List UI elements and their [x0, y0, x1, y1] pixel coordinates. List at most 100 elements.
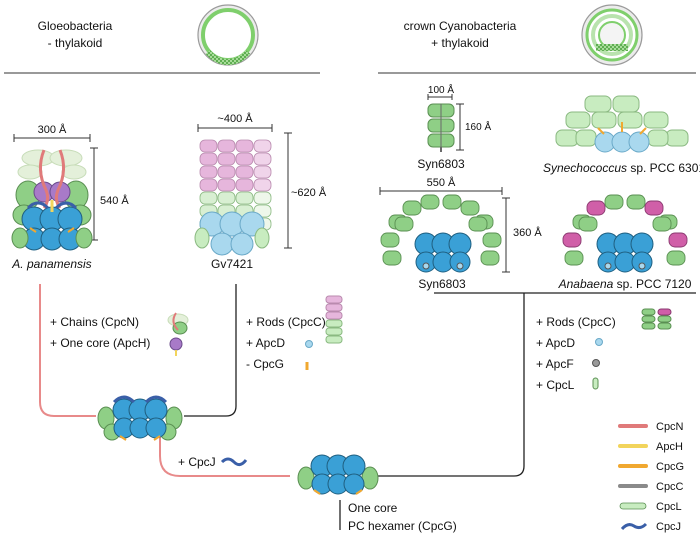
syn-large-rod-disc — [460, 200, 480, 216]
cpcj-icon — [220, 457, 248, 467]
anabaena-structure — [562, 194, 688, 273]
legend-label-cpcg: CpcG — [656, 461, 684, 473]
rod-pair-icon — [641, 308, 672, 330]
gv7421-name: Gv7421 — [211, 257, 253, 271]
syn-large-rod-disc — [402, 200, 422, 216]
legend-label-apch: ApcH — [656, 441, 683, 453]
anabaena-rod-disc — [644, 200, 664, 216]
syn-large-width-label: 550 Å — [427, 176, 456, 189]
anabaena-rod-disc — [652, 216, 672, 232]
gv7421-rod-disc — [217, 139, 236, 153]
right-step-1: + Rods (CpcC) — [536, 315, 616, 329]
ancestor-structure — [297, 454, 379, 495]
syn-large-rod-disc — [442, 194, 462, 210]
anabaena-rod-disc — [604, 194, 624, 210]
branch-line-left-curve — [39, 401, 96, 417]
legend-swatch-cpcl — [619, 502, 647, 510]
panamensis-structure — [11, 134, 98, 251]
gv7421-rod-disc — [235, 152, 254, 166]
right-subtitle: + thylakoid — [431, 36, 489, 50]
anabaena-rod-disc — [666, 250, 686, 266]
syn-large-structure — [379, 187, 510, 273]
intermediate-structure — [97, 395, 183, 441]
middle-step-1: + Rods (CpcC) — [246, 315, 326, 329]
syn-large-rod-disc — [468, 216, 488, 232]
right-step-2: + ApcD — [536, 336, 575, 350]
gv7421-rod-disc — [235, 139, 254, 153]
syn-small-height-label: 160 Å — [465, 120, 491, 133]
gv7421-rod-disc — [199, 165, 218, 179]
legend-label-cpcc: CpcC — [656, 481, 684, 493]
gv7421-rod-disc — [253, 165, 272, 179]
anabaena-name-rest: sp. PCC 7120 — [613, 277, 691, 291]
synechococcus-name-rest: sp. PCC 6301 — [627, 161, 700, 175]
left-subtitle: - thylakoid — [48, 36, 103, 50]
gv7421-rod-disc — [235, 178, 254, 192]
apch-core-icon — [169, 337, 183, 356]
syn-large-rod-disc — [380, 232, 400, 248]
gv7421-rod-disc — [217, 165, 236, 179]
panamensis-name: A. panamensis — [11, 257, 91, 271]
left-title: Gloeobacteria — [38, 19, 113, 33]
gv7421-rod-disc — [199, 191, 218, 205]
gv7421-structure — [194, 124, 292, 256]
panamensis-width-label: 300 Å — [38, 123, 67, 136]
cpcj-step: + CpcJ — [178, 455, 216, 469]
cell-thylakoid-icon — [581, 4, 643, 66]
legend-label-cpcj: CpcJ — [656, 521, 681, 533]
cell-no-thylakoid-icon — [197, 4, 259, 66]
gv7421-rod-disc — [199, 139, 218, 153]
ancestor-line-1: One core — [348, 501, 398, 515]
apcf-icon — [592, 359, 600, 367]
branch-line-right — [376, 293, 525, 477]
gv7421-width-label: ~400 Å — [217, 112, 253, 125]
cpcn-chain-icon — [167, 312, 189, 335]
gv7421-rod-disc — [253, 191, 272, 205]
anabaena-rod-disc — [562, 232, 582, 248]
gv7421-rod-disc — [253, 139, 272, 153]
anabaena-rod-disc — [578, 216, 598, 232]
anabaena-name: Anabaena sp. PCC 7120 — [558, 277, 692, 291]
gv7421-rod-disc — [217, 178, 236, 192]
syn-small-width-label: 100 Å — [428, 83, 454, 96]
syn-large-rod-disc — [382, 250, 402, 266]
left-step-2: + One core (ApcH) — [50, 336, 150, 350]
syn-small-name: Syn6803 — [417, 157, 465, 171]
anabaena-rod-disc — [564, 250, 584, 266]
anabaena-rod-disc — [626, 194, 646, 210]
anabaena-rod-disc — [586, 200, 606, 216]
syn-large-rod-disc — [482, 232, 502, 248]
syn-large-rod-disc — [394, 216, 414, 232]
gv7421-height-label: ~620 Å — [291, 186, 327, 199]
legend-swatch-cpcj — [620, 522, 648, 531]
synechococcus-name: Synechococcus sp. PCC 6301 — [543, 161, 700, 175]
gv7421-rod-disc — [199, 152, 218, 166]
gv7421-rod-disc — [253, 178, 272, 192]
middle-step-3: - CpcG — [246, 357, 284, 371]
branch-line-middle — [184, 284, 237, 417]
syn-large-name: Syn6803 — [418, 277, 466, 291]
gv7421-rod-disc — [253, 152, 272, 166]
apcd-icon — [305, 340, 313, 348]
gv7421-rod-disc — [235, 165, 254, 179]
rod-stack-icon — [325, 295, 343, 344]
syn-large-rod-disc — [420, 194, 440, 210]
syn-large-height-label: 360 Å — [513, 226, 542, 239]
legend-label-cpcl: CpcL — [656, 501, 682, 513]
right-step-3: + ApcF — [536, 357, 574, 371]
gv7421-rod-disc — [217, 152, 236, 166]
ancestor-line-2: PC hexamer (CpcG) — [348, 519, 457, 533]
apcd-icon-right — [595, 338, 603, 346]
branch-line-cpcj — [159, 432, 290, 477]
syn-large-rod-disc — [480, 250, 500, 266]
gv7421-rod-disc — [217, 191, 236, 205]
cpcl-icon — [592, 377, 599, 390]
anabaena-rod-disc — [668, 232, 688, 248]
right-title: crown Cyanobacteria — [404, 19, 517, 33]
middle-step-2: + ApcD — [246, 336, 285, 350]
legend-label-cpcn: CpcN — [656, 421, 684, 433]
syn-small-structure — [427, 94, 464, 152]
gv7421-rod-disc — [199, 178, 218, 192]
panamensis-height-label: 540 Å — [100, 194, 129, 207]
